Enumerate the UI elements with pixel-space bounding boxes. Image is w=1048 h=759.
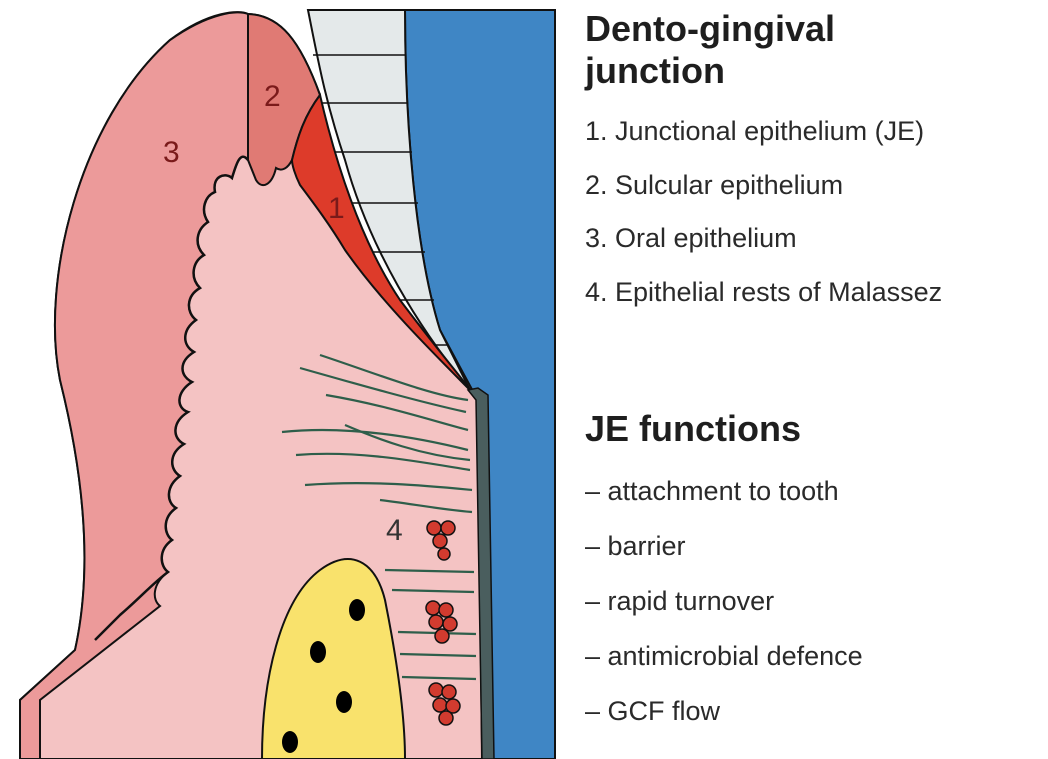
legend-item: 4. Epithelial rests of Malassez	[585, 277, 1045, 307]
title-line-2: junction	[585, 50, 725, 91]
title-line-1: Dento-gingival	[585, 8, 835, 49]
diagram-title: Dento-gingival junction	[585, 8, 1045, 92]
dento-gingival-diagram: 3 2 1 4	[0, 0, 570, 759]
legend-panel: Dento-gingival junction 1. Junctional ep…	[585, 8, 1045, 307]
legend-item: 2. Sulcular epithelium	[585, 170, 1045, 200]
label-sulcular-epithelium: 2	[264, 80, 281, 113]
label-oral-epithelium: 3	[163, 136, 180, 169]
legend-item: 1. Junctional epithelium (JE)	[585, 116, 1045, 146]
functions-title: JE functions	[585, 408, 801, 450]
function-item: – antimicrobial defence	[585, 641, 863, 671]
legend-item: 3. Oral epithelium	[585, 223, 1045, 253]
label-malassez-rests: 4	[386, 514, 403, 547]
legend-list: 1. Junctional epithelium (JE) 2. Sulcula…	[585, 116, 1045, 307]
label-junctional-epithelium: 1	[328, 192, 345, 225]
function-item: – GCF flow	[585, 696, 863, 726]
function-item: – attachment to tooth	[585, 476, 863, 506]
function-item: – rapid turnover	[585, 586, 863, 616]
functions-list: – attachment to tooth – barrier – rapid …	[585, 476, 863, 751]
function-item: – barrier	[585, 531, 863, 561]
